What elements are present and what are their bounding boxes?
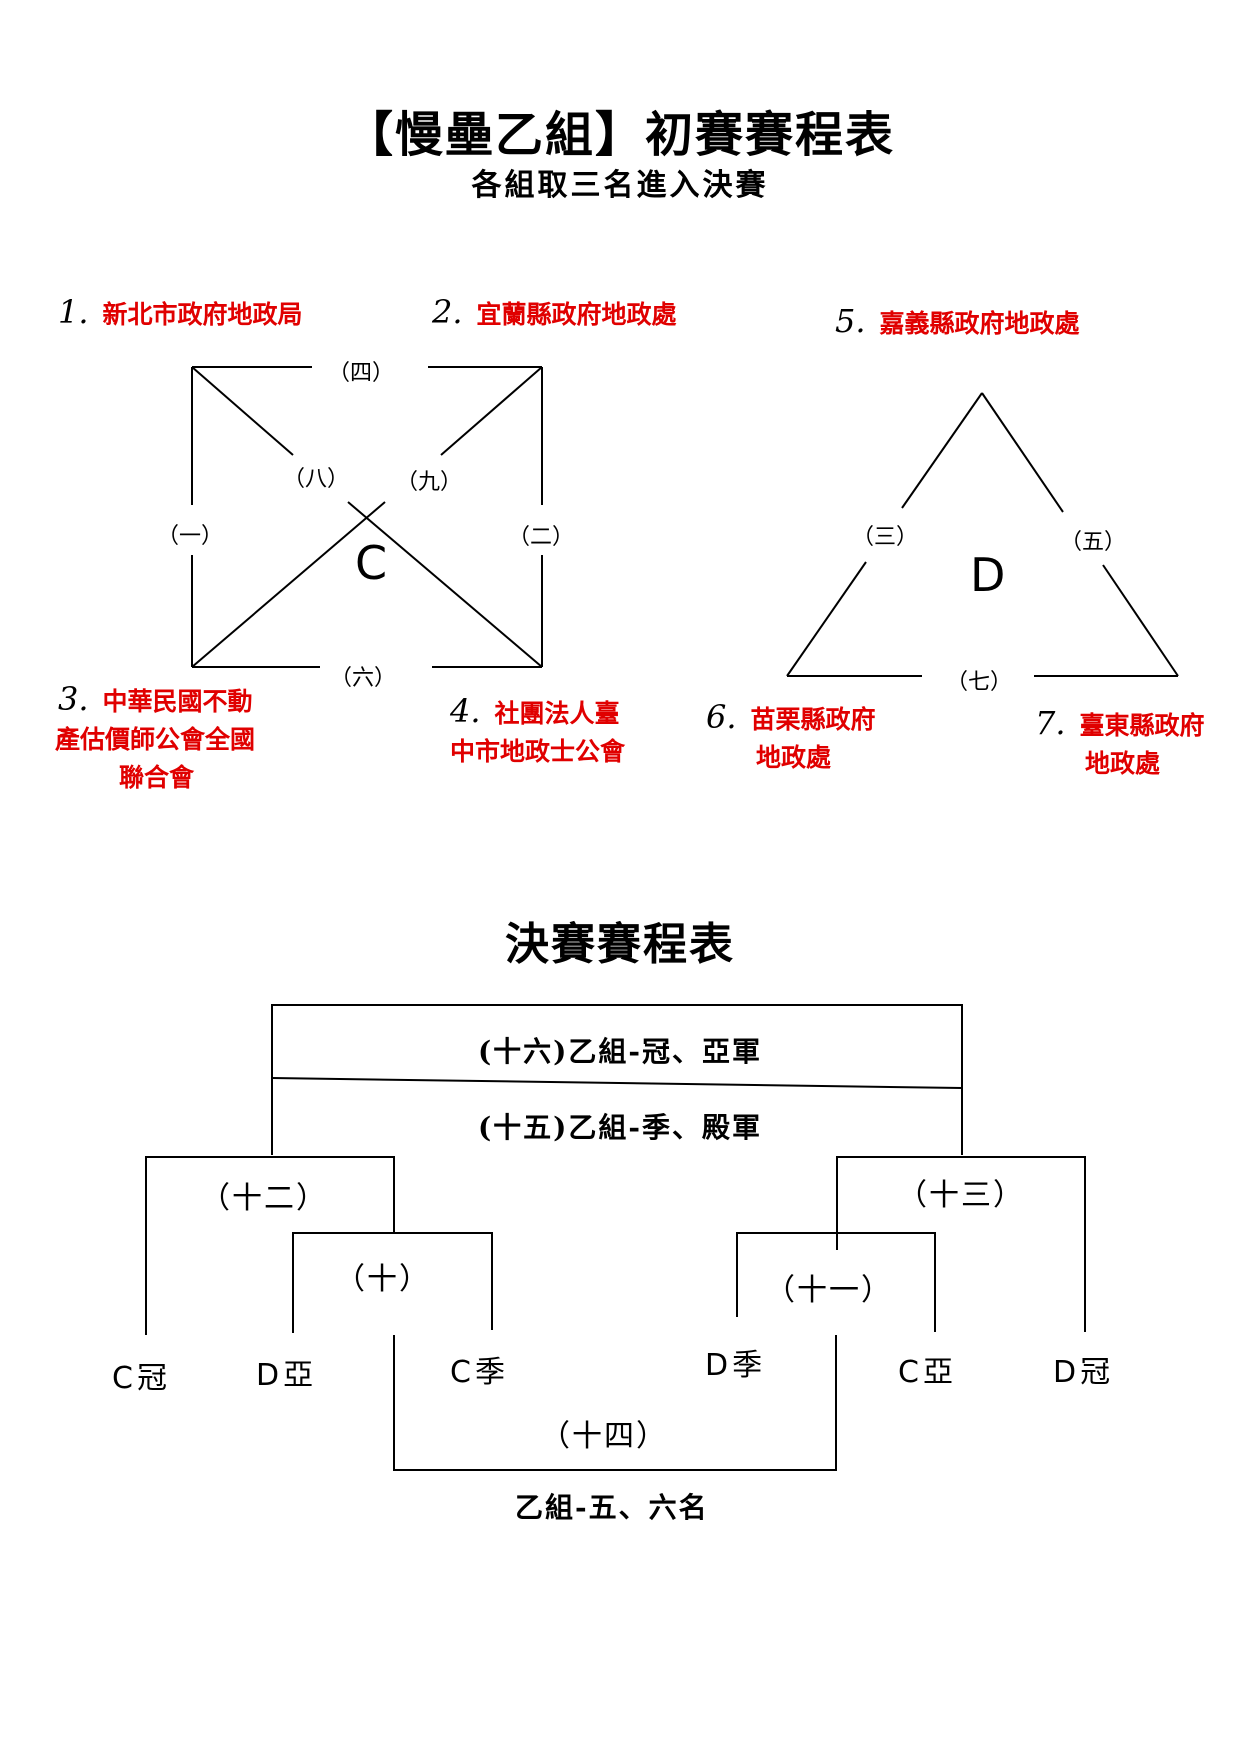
team-3: 3. 中華民國不動 產估價師公會全國 聯合會 xyxy=(55,680,256,797)
slot-d-champion: D冠 xyxy=(1053,1355,1115,1390)
d-left-upper xyxy=(901,392,983,509)
team-name-line: 產估價師公會全國 xyxy=(55,725,256,754)
team-number: 6. xyxy=(706,698,737,736)
page-subtitle: 各組取三名進入決賽 xyxy=(471,168,769,203)
game-11-label: （十一） xyxy=(765,1273,893,1308)
team-name: 嘉義縣政府地政處 xyxy=(879,309,1080,338)
game-label: （九） xyxy=(396,470,463,495)
game-label: （五） xyxy=(1060,530,1127,555)
team-1: 1. 新北市政府地政局 xyxy=(58,293,303,334)
game-label: （八） xyxy=(283,467,350,492)
group-d-letter: D xyxy=(970,548,1006,602)
team-4: 4. 社團法人臺 中市地政士公會 xyxy=(450,692,625,771)
group-diagram-lines xyxy=(191,366,1179,677)
team-name-line: 社團法人臺 xyxy=(494,699,620,728)
game-label: （七） xyxy=(946,670,1013,695)
team-name: 新北市政府地政局 xyxy=(102,300,303,329)
team-number: 1. xyxy=(58,293,89,331)
bracket-10 xyxy=(292,1232,493,1333)
c-diagonal-b-lower xyxy=(191,501,386,668)
game-label: （三） xyxy=(852,525,919,550)
team-6: 6. 苗栗縣政府 地政處 xyxy=(706,698,876,777)
team-number: 2. xyxy=(432,293,463,331)
team-name-line: 中市地政士公會 xyxy=(450,737,626,766)
c-diagonal-b-upper xyxy=(440,366,543,456)
team-2: 2. 宜蘭縣政府地政處 xyxy=(432,293,677,334)
slot-d-runnerup: D亞 xyxy=(256,1358,318,1393)
game-label: （六） xyxy=(330,666,397,691)
game-13-label: （十三） xyxy=(897,1178,1025,1213)
bracket-14 xyxy=(393,1335,837,1471)
final-box-divider xyxy=(271,1077,963,1089)
team-name-line: 地政處 xyxy=(756,743,832,772)
d-left-lower xyxy=(786,561,867,677)
team-number: 4. xyxy=(450,692,481,730)
team-name-line: 中華民國不動 xyxy=(102,687,253,716)
team-name-line: 聯合會 xyxy=(119,763,195,792)
bracket-12 xyxy=(145,1156,395,1335)
game-14-label: （十四） xyxy=(540,1419,668,1454)
team-name: 宜蘭縣政府地政處 xyxy=(476,300,677,329)
team-5: 5. 嘉義縣政府地政處 xyxy=(835,302,1080,343)
game-10-label: （十） xyxy=(335,1262,431,1297)
fifth-sixth-label: 乙組-五、六名 xyxy=(515,1491,709,1524)
final-box xyxy=(271,1004,963,1155)
d-right-upper xyxy=(981,392,1064,513)
slot-c-third: C季 xyxy=(450,1355,509,1390)
game-label: （四） xyxy=(328,361,395,386)
bracket-11 xyxy=(736,1232,936,1332)
team-name-line: 地政處 xyxy=(1085,749,1161,778)
team-name-line: 苗栗縣政府 xyxy=(750,705,876,734)
page-title: 【慢壘乙組】初賽賽程表 xyxy=(344,107,895,163)
bracket-13 xyxy=(836,1156,1086,1332)
game-16-label: (十六)乙組-冠、亞軍 xyxy=(477,1035,763,1068)
slot-d-third: D季 xyxy=(705,1348,767,1383)
game-label: （二） xyxy=(508,525,575,550)
team-number: 5. xyxy=(835,302,866,340)
slot-c-runnerup: C亞 xyxy=(898,1355,957,1390)
group-c-letter: C xyxy=(355,536,388,590)
c-diagonal-a-upper xyxy=(191,366,294,456)
game-label: （一） xyxy=(157,524,224,549)
team-number: 3. xyxy=(58,680,89,718)
d-right-lower xyxy=(1102,564,1179,677)
team-name-line: 臺東縣政府 xyxy=(1079,711,1205,740)
game-15-label: (十五)乙組-季、殿軍 xyxy=(477,1111,763,1144)
team-number: 7. xyxy=(1035,704,1066,742)
finals-title: 決賽賽程表 xyxy=(505,919,735,970)
slot-c-champion: C冠 xyxy=(112,1361,171,1396)
c-diagonal-a-lower xyxy=(347,501,543,668)
game-12-label: （十二） xyxy=(200,1181,328,1216)
team-7: 7. 臺東縣政府 地政處 xyxy=(1035,704,1205,783)
